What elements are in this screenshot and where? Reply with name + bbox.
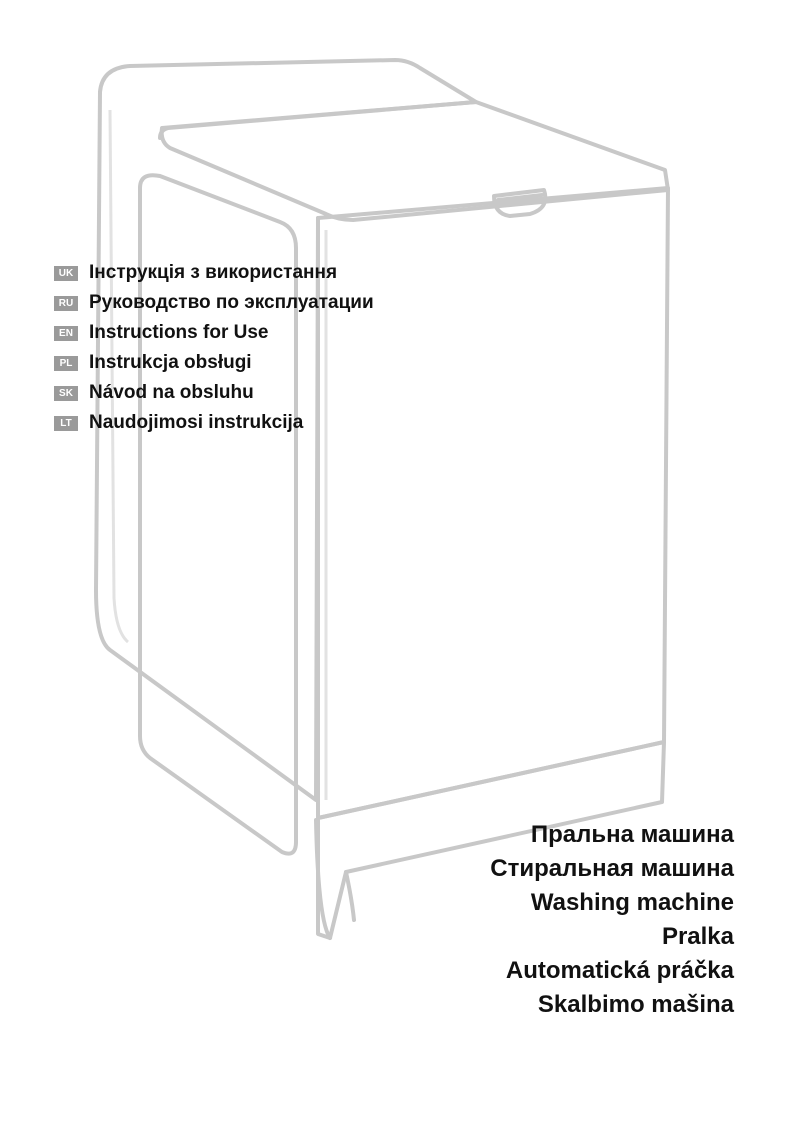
lid-front-panel [159, 100, 670, 222]
product-name-sk: Automatická práčka [505, 957, 734, 984]
language-title: Naudojimosi instrukcija [89, 412, 304, 433]
language-title: Instructions for Use [89, 322, 269, 343]
language-code-badge: RU [54, 295, 78, 311]
product-names: Пральна машина Стиральная машина Washing… [490, 818, 734, 1022]
lid-handle [492, 188, 548, 218]
product-name-en: Washing machine [530, 889, 734, 916]
language-item-pl: PL Instrukcja obsługi [54, 348, 374, 378]
language-item-lt: LT Naudojimosi instrukcija [54, 408, 374, 438]
language-item-uk: UK Інструкція з використання [54, 258, 374, 288]
language-code-badge: UK [54, 265, 78, 281]
language-title: Руководство по эксплуатации [89, 292, 374, 313]
product-name-pl: Pralka [661, 923, 734, 950]
language-item-sk: SK Návod na obsluhu [54, 378, 374, 408]
language-item-en: EN Instructions for Use [54, 318, 374, 348]
side-inner-panel [138, 173, 298, 856]
language-code-badge: SK [54, 385, 78, 401]
language-title: Інструкція з використання [89, 262, 338, 283]
lid-back-panel [98, 58, 478, 140]
language-item-ru: RU Руководство по эксплуатации [54, 288, 374, 318]
product-name-ru: Стиральная машина [490, 855, 734, 882]
language-code-badge: EN [54, 325, 78, 341]
language-title: Návod na obsluhu [89, 382, 254, 403]
language-list: UK Інструкція з використання RU Руководс… [54, 258, 374, 438]
product-name-uk: Пральна машина [530, 821, 734, 848]
language-title: Instrukcja obsługi [89, 352, 252, 373]
language-code-badge: LT [54, 415, 78, 431]
side-face [94, 90, 320, 802]
product-name-lt: Skalbimo mašina [537, 991, 734, 1018]
language-code-badge: PL [54, 355, 78, 371]
